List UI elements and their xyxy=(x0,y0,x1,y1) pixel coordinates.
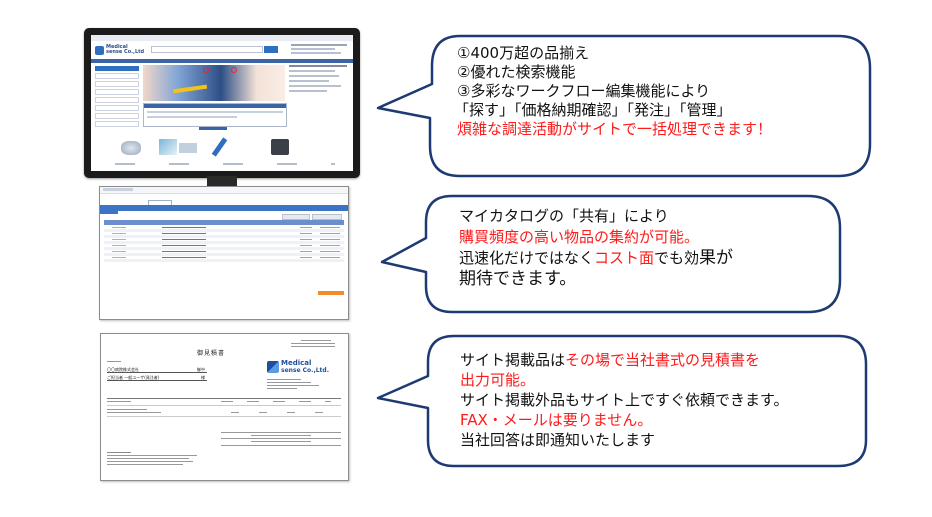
catalog-table-screenshot xyxy=(99,186,349,320)
monitor-frame: Medical sense Co.,Ltd xyxy=(84,28,360,178)
site-product-row xyxy=(121,135,321,161)
bubble-1-line-2: ②優れた検索機能 xyxy=(457,63,576,81)
website-screenshot: Medical sense Co.,Ltd xyxy=(91,35,353,171)
speech-bubble-2 xyxy=(380,194,842,314)
bubble-3-line-1: サイト掲載品はその場で当社書式の見積書を xyxy=(460,351,761,369)
site-left-menu xyxy=(95,66,139,129)
catalog-rows xyxy=(104,226,344,262)
bubble-3-line-2: 出力可能。 xyxy=(460,371,536,389)
bubble-3-line-3: サイト掲載外品もサイト上ですぐ依頼できます。 xyxy=(460,391,789,409)
bubble-2-line-4: 期待できます。 xyxy=(459,269,577,289)
bubble-3-text: サイト掲載品はその場で当社書式の見積書を 出力可能。 サイト掲載外品もサイト上で… xyxy=(460,350,789,450)
bubble-3-line-5: 当社回答は即通知いたします xyxy=(460,431,656,449)
quote-document-screenshot: 御見積書 〇〇病院株式会社 御中 ご担当者 一般ユーザ(発注者) 様 Medic… xyxy=(100,333,349,481)
bubble-2-line-2: 購買頻度の高い物品の集約が可能。 xyxy=(459,228,700,246)
bubble-1-text: ①400万超の品揃え ②優れた検索機能 ③多彩なワークフロー編集機能により 「探… xyxy=(454,44,773,139)
site-search-bar xyxy=(151,46,263,53)
bubble-1-line-5: 煩雑な調達活動がサイトで一括処理できます！ xyxy=(457,120,773,138)
quote-customer: 〇〇病院株式会社 xyxy=(107,367,139,372)
site-hero-banner xyxy=(143,65,285,101)
bubble-2-text: マイカタログの「共有」により 購買頻度の高い物品の集約が可能。 迅速化だけではな… xyxy=(459,206,733,290)
quote-person: ご担当者 一般ユーザ(発注者) xyxy=(107,375,160,380)
bubble-1-line-4: 「探す」「価格納期確認」「発注」「管理」 xyxy=(454,101,732,119)
quote-company-logo: Medical sense Co.,Ltd. xyxy=(267,360,337,376)
speech-bubble-1 xyxy=(376,34,872,178)
bubble-1-line-3: ③多彩なワークフロー編集機能により xyxy=(457,82,711,100)
quote-title: 御見積書 xyxy=(197,350,226,357)
bubble-1-line-1: ①400万超の品揃え xyxy=(457,44,590,62)
site-logo: Medical sense Co.,Ltd xyxy=(95,44,145,58)
bubble-2-line-1: マイカタログの「共有」により xyxy=(459,207,669,225)
bubble-2-line-3: 迅速化だけではなくコスト面でも効果が xyxy=(459,248,734,268)
speech-bubble-3 xyxy=(376,334,868,468)
monitor-stand-neck xyxy=(207,176,237,188)
bubble-3-line-4: FAX・メールは要りません。 xyxy=(460,411,653,429)
catalog-orange-button xyxy=(318,291,344,295)
